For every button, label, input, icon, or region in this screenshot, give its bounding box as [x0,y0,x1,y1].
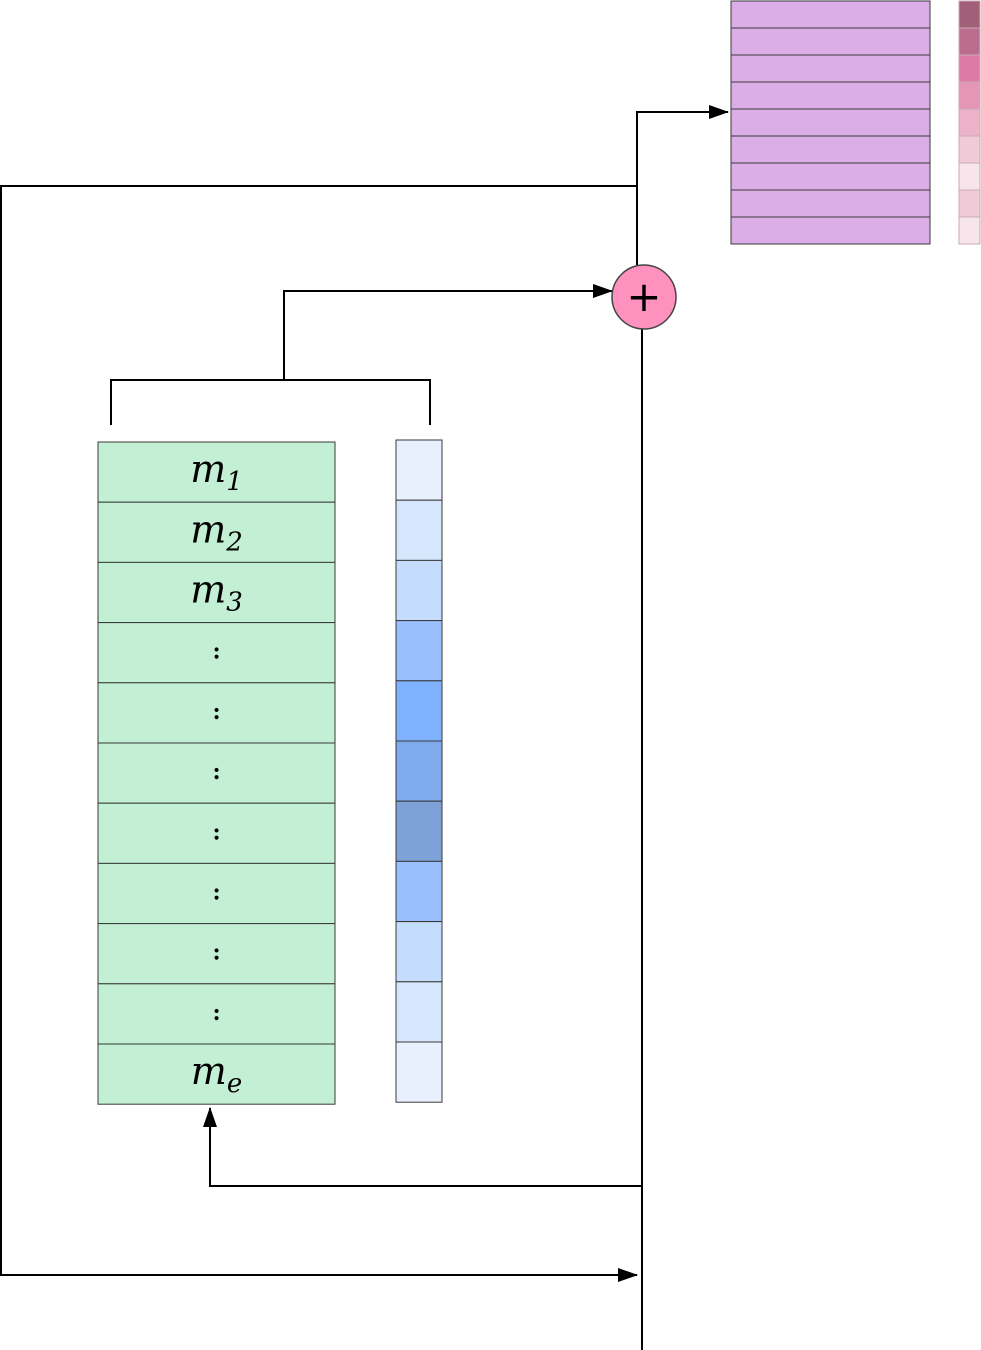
output-row [730,189,931,218]
memory-row-label: : [212,819,220,845]
output-row [730,81,931,110]
memory-row-label: m1 [190,447,243,497]
memory-row-label: m2 [190,507,243,557]
add-node: + [611,264,677,330]
add-node-circle [611,264,677,330]
output-weight-cell [958,108,981,137]
output-weight-column [958,0,981,245]
attention-weight-cell [395,439,443,501]
output-weight-cell [958,0,981,29]
memory-row-label: m3 [190,568,243,618]
memory-row [97,682,336,744]
memory-row [97,501,336,563]
attention-weight-cell [395,1041,443,1103]
output-weight-cell [958,135,981,164]
output-row [730,135,931,164]
memory-row-label: : [212,759,220,785]
attention-weight-cell [395,620,443,682]
output-weight-cell [958,27,981,56]
attention-weight-cell [395,981,443,1043]
output-weight-cell [958,189,981,218]
memory-row-label: : [212,699,220,725]
memory-row-label: : [212,639,220,665]
memory-row [97,1043,336,1105]
output-weight-cell [958,54,981,83]
output-row [730,216,931,245]
output-row [730,108,931,137]
memory-row-label: me [191,1049,242,1099]
memory-row [97,622,336,684]
output-weight-cell [958,162,981,191]
output-row [730,27,931,56]
memory-row [97,802,336,864]
attention-weight-cell [395,740,443,802]
attention-weight-cell [395,800,443,862]
output-row [730,54,931,83]
memory-row [97,742,336,804]
memory-row-label: : [212,940,220,966]
memory-bracket [110,379,431,425]
output-matrix [730,0,931,245]
memory-row-label: : [212,880,220,906]
attention-weight-column [395,439,443,1103]
add-to-output-arrow [636,105,729,265]
output-weight-cell [958,81,981,110]
add-node-symbol: + [626,272,661,321]
output-row [730,0,931,29]
attention-weight-cell [395,860,443,923]
output-row [730,162,931,191]
output-weight-cell [958,216,981,245]
memory-row [97,561,336,624]
attention-weight-cell [395,921,443,983]
memory-writeback-arrow [203,1107,642,1187]
memory-row [97,983,336,1045]
memory-row-label: : [212,1000,220,1026]
bracket-to-add-arrow [283,284,613,380]
attention-weight-cell [395,680,443,742]
attention-weight-cell [395,499,443,561]
left-loop-arrow [0,185,638,1282]
connector-lines [0,105,729,1350]
attention-weight-cell [395,559,443,622]
memory-row [97,923,336,985]
memory-row [97,862,336,925]
